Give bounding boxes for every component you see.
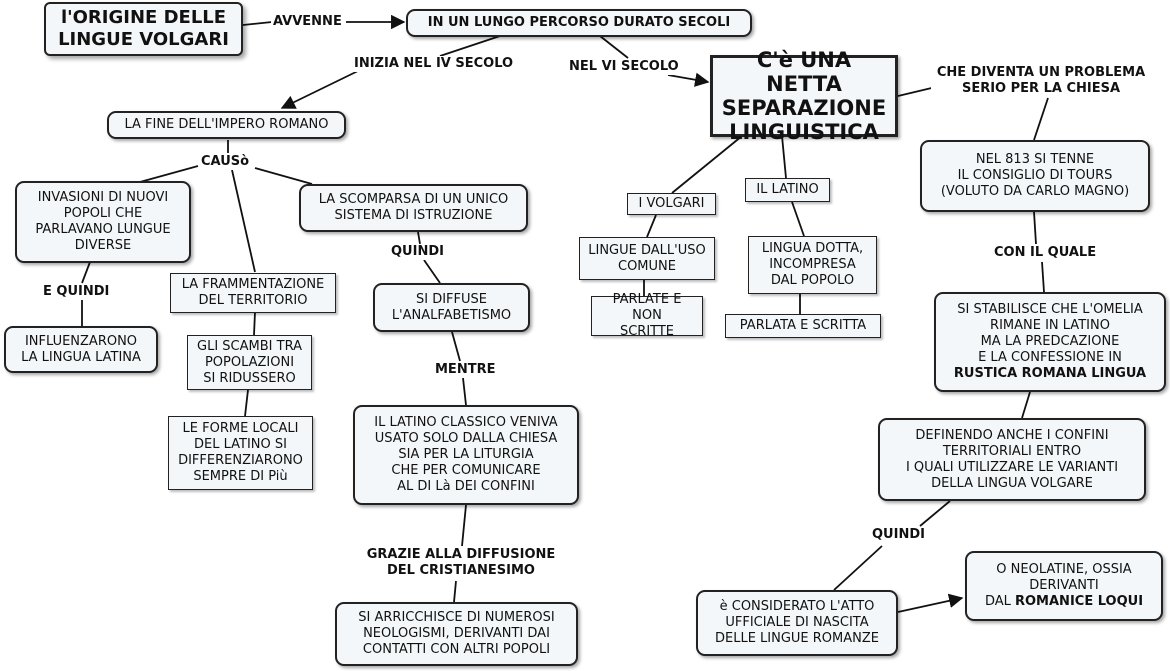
node-latino: IL LATINO <box>745 178 830 202</box>
node-analfabetismo: SI DIFFUSE L'ANALFABETISMO <box>373 283 530 332</box>
label-diventa: CHE DIVENTA UN PROBLEMA SERIO PER LA CHI… <box>931 65 1151 97</box>
link-separazione-volgari <box>671 135 743 194</box>
label-grazie: GRAZIE ALLA DIFFUSIONE DEL CRISTIANESIMO <box>352 547 570 579</box>
link-grazie-neologismi <box>453 580 457 603</box>
link-latino-dotta <box>791 201 805 237</box>
link-confini-quindi <box>919 500 951 527</box>
link-mentre-latino <box>462 377 467 406</box>
node-tours: NEL 813 SI TENNE IL CONSIGLIO DI TOURS (… <box>920 140 1150 212</box>
link-volgari-usocomune <box>646 214 657 238</box>
label-inizia: INIZIA NEL IV SECOLO <box>352 56 516 72</box>
node-neologismi: SI ARRICCHISCE DI NUMEROSI NEOLOGISMI, D… <box>335 602 578 666</box>
link-atto-neolatine <box>897 593 964 613</box>
link-conilquale-omelia <box>1041 261 1045 293</box>
node-lingua-dotta: LINGUA DOTTA, INCOMPRESA DAL POPOLO <box>748 236 877 294</box>
node-separazione: C'è UNA NETTA SEPARAZIONE LINGUISTICA <box>710 48 898 144</box>
label-quindi-2: QUINDI <box>870 527 927 543</box>
label-nel-vi: NEL VI SECOLO <box>567 59 681 75</box>
link-separazione-latino <box>781 135 787 179</box>
node-scomparsa: LA SCOMPARSA DI UN UNICO SISTEMA DI ISTR… <box>299 184 528 232</box>
link-latino-grazie <box>461 504 467 547</box>
node-parlate-non: PARLATE E NON SCRITTE <box>591 292 703 339</box>
node-parlata-scritta: PARLATA E SCRITTA <box>725 314 881 338</box>
label-avvenne: AVVENNE <box>271 14 344 30</box>
link-omelia-confini <box>1021 391 1031 419</box>
node-omelia-bold: RUSTICA ROMANA LINGUA <box>953 366 1147 381</box>
link-quindi-atto <box>833 545 883 591</box>
node-neolatine-text: O NEOLATINE, OSSIA DERIVANTI DAL ROMANIC… <box>984 562 1144 609</box>
link-analfabetismo-mentre <box>451 331 461 362</box>
link-diventa-tours <box>1033 97 1049 141</box>
node-uso-comune: LINGUE DALL'USO COMUNE <box>579 237 715 280</box>
node-confini: DEFINENDO ANCHE I CONFINI TERRITORIALI E… <box>878 418 1146 501</box>
link-inizia-fine <box>280 69 361 109</box>
label-con-il-quale: CON IL QUALE <box>992 245 1099 261</box>
link-percorso-inizia <box>439 35 501 57</box>
link-percorso-nelvi <box>599 35 629 59</box>
link-title-avvenne <box>242 21 273 26</box>
node-percorso: IN UN LUNGO PERCORSO DURATO SECOLI <box>406 9 752 37</box>
label-quindi-1: QUINDI <box>389 244 446 260</box>
link-quindi-analfabetismo <box>423 259 441 284</box>
label-causo: CAUSò <box>199 154 252 170</box>
node-atto: è CONSIDERATO L'ATTO UFFICIALE DI NASCIT… <box>696 590 898 656</box>
node-fine-impero: LA FINE DELL'IMPERO ROMANO <box>107 111 346 139</box>
node-omelia-text: SI STABILISCE CHE L'OMELIA RIMANE IN LAT… <box>957 302 1143 365</box>
node-frammentazione: LA FRAMMENTAZIONE DEL TERRITORIO <box>170 273 336 313</box>
node-title: l'ORIGINE DELLE LINGUE VOLGARI <box>44 2 243 56</box>
link-tours-conilquale <box>1033 211 1037 245</box>
label-mentre: MENTRE <box>433 362 498 378</box>
node-latino-classico: IL LATINO CLASSICO VENIVA USATO SOLO DAL… <box>353 405 579 505</box>
node-invasioni: INVASIONI DI NUOVI POPOLI CHE PARLAVANO … <box>15 181 191 263</box>
link-frammentazione-scambi <box>253 311 256 336</box>
node-influenzarono: INFLUENZARONO LA LINGUA LATINA <box>4 326 158 373</box>
link-scomparsa-quindi <box>417 231 421 245</box>
link-causo-invasioni <box>139 165 199 183</box>
node-omelia: SI STABILISCE CHE L'OMELIA RIMANE IN LAT… <box>934 292 1166 392</box>
node-volgari: I VOLGARI <box>627 193 716 215</box>
link-invasioni-equindi <box>81 261 91 284</box>
link-causo-scomparsa <box>254 167 313 185</box>
label-e-quindi: E QUINDI <box>41 284 112 300</box>
node-forme-locali: LE FORME LOCALI DEL LATINO SI DIFFERENZI… <box>168 416 313 490</box>
link-nelvi-separazione <box>667 72 710 87</box>
node-scambi: GLI SCAMBI TRA POPOLAZIONI SI RIDUSSERO <box>187 335 312 390</box>
link-scambi-forme <box>244 389 249 417</box>
link-causo-frammentazione <box>231 169 256 273</box>
node-neolatine: O NEOLATINE, OSSIA DERIVANTI DAL ROMANIC… <box>965 551 1163 621</box>
node-neolatine-bold: ROMANICE LOQUI <box>1015 594 1144 609</box>
